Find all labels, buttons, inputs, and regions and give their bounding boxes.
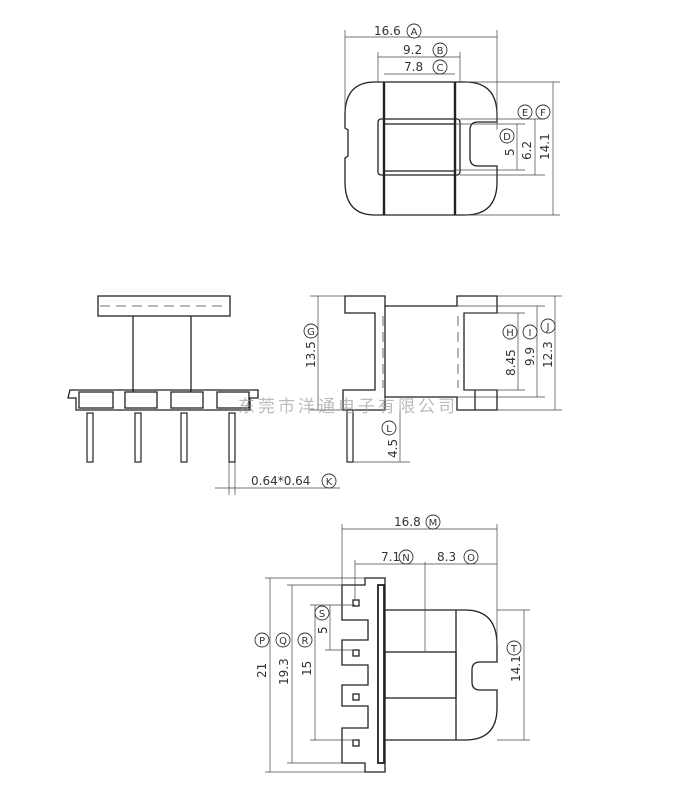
dim-P-value: 21: [255, 663, 269, 678]
dim-J-label: J: [546, 322, 550, 333]
dim-R-value: 15: [300, 661, 314, 676]
dim-M-label: M: [429, 518, 438, 529]
dim-A-value: 16.6: [374, 24, 401, 38]
dim-R-label: R: [302, 636, 309, 647]
dim-J-value: 12.3: [541, 341, 555, 368]
top-view-outline: [344, 81, 498, 216]
dim-D-label: D: [503, 132, 511, 143]
dim-Q-label: Q: [279, 636, 287, 647]
dim-C-label: C: [437, 63, 444, 74]
dim-H-label: H: [506, 328, 514, 339]
dim-N-value: 7.1: [381, 550, 400, 564]
dim-S-value: 5: [316, 626, 330, 634]
dim-B-value: 9.2: [403, 43, 422, 57]
dim-A-label: A: [411, 27, 418, 38]
dim-H-value: 8.45: [504, 349, 518, 376]
side-view: G 13.5 H 8.45 I 9.9 J 12.3 L 4.5: [303, 295, 562, 463]
dim-G-value: 13.5: [304, 341, 318, 368]
dim-Q-value: 19.3: [277, 658, 291, 685]
front-view: 0.64*0.64 K: [67, 295, 340, 495]
dim-D-value: 5: [503, 148, 517, 156]
bottom-view: 16.8 M 7.1 N 8.3 O P 21 Q 19.3 R 15 S 5 …: [254, 514, 530, 773]
dim-S-label: S: [319, 609, 325, 620]
dim-F-label: F: [540, 108, 546, 119]
dim-O-label: O: [467, 553, 475, 564]
dim-B-label: B: [437, 46, 444, 57]
dim-K-label: K: [326, 477, 333, 488]
dim-T-value: 14.1: [509, 655, 523, 682]
dim-P-label: P: [259, 636, 265, 647]
dim-E-value: 6.2: [520, 141, 534, 160]
dim-I-label: I: [529, 328, 532, 339]
dim-O-value: 8.3: [437, 550, 456, 564]
dim-M-value: 16.8: [394, 515, 421, 529]
dim-F-value: 14.1: [538, 133, 552, 160]
dim-L-value: 4.5: [386, 439, 400, 458]
dim-E-label: E: [522, 108, 528, 119]
dim-N-label: N: [402, 553, 409, 564]
dim-G-label: G: [307, 327, 315, 338]
dim-K-value: 0.64*0.64: [251, 474, 310, 488]
dim-T-label: T: [510, 644, 518, 655]
dim-L-label: L: [386, 424, 392, 435]
top-view: 16.6 A 9.2 B 7.8 C D 5 E 6.2 F 14.1: [344, 23, 560, 216]
company-watermark: 东莞市洋通电子有限公司: [238, 397, 458, 417]
dim-C-value: 7.8: [404, 60, 423, 74]
dim-I-value: 9.9: [523, 347, 537, 366]
